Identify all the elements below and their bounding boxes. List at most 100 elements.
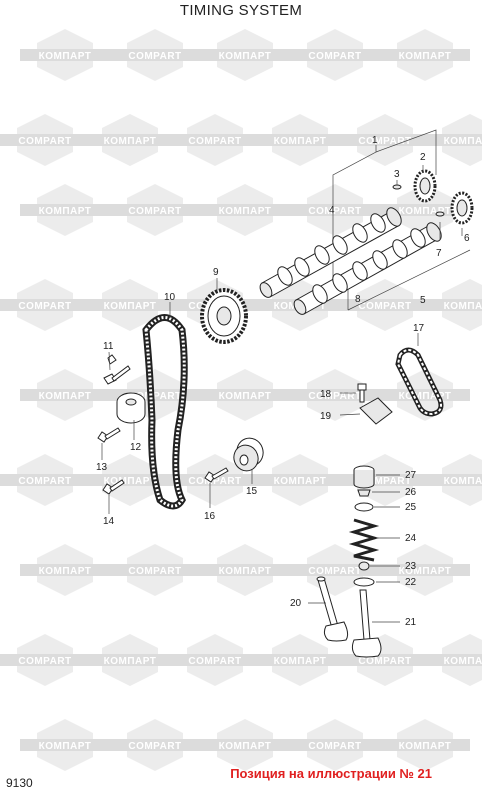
svg-text:COMPART: COMPART [308,51,361,62]
callout-4: 4 [329,205,335,216]
svg-text:КОМПАРТ: КОМПАРТ [104,476,157,487]
svg-text:КОМПАРТ: КОМПАРТ [104,301,157,312]
svg-text:COMPART: COMPART [18,476,71,487]
svg-text:COMPART: COMPART [128,391,181,402]
callout-21: 21 [405,617,417,628]
watermark-tile: КОМПАРТ [380,29,470,81]
watermark-tile: КОМПАРТ [20,184,110,236]
callout-3: 3 [394,169,400,180]
callout-26: 26 [405,487,417,498]
watermark-tile: КОМПАРТ [20,544,110,596]
bolt-16 [204,467,229,508]
watermark-tile: КОМПАРТ [20,369,110,421]
watermark-tile: КОМПАРТ [200,369,290,421]
intake-valve [308,576,349,642]
svg-text:COMPART: COMPART [308,566,361,577]
svg-text:КОМПАРТ: КОМПАРТ [274,656,327,667]
watermark-tile: COMPART [110,719,200,771]
watermark-tile: COMPART [170,114,260,166]
timing-belt [142,302,188,510]
watermark-tile: КОМПАРТ [255,454,345,506]
callout-6: 6 [464,233,470,244]
svg-text:КОМПАРТ: КОМПАРТ [39,391,92,402]
watermark-tile: КОМПАРТ [425,279,482,331]
watermark-tile: КОМПАРТ [20,719,110,771]
watermark-tile: КОМПАРТ [425,634,482,686]
watermark-tile: COMPART [0,634,90,686]
camshaft-sprocket-lower [450,191,474,225]
page-title: TIMING SYSTEM [179,2,303,19]
page-code: 9130 [6,776,33,790]
watermark-tile: COMPART [0,454,90,506]
watermark-tile: КОМПАРТ [200,29,290,81]
callout-18: 18 [320,389,332,400]
svg-text:КОМПАРТ: КОМПАРТ [39,566,92,577]
callout-25: 25 [405,502,417,513]
bolt-14 [102,479,125,514]
camshaft-sprocket-upper [413,169,437,203]
watermark-tile: COMPART [0,279,90,331]
tensioner-pulley [116,392,146,440]
watermark-tile: КОМПАРТ [85,634,175,686]
watermark-tile: COMPART [290,184,380,236]
callout-17: 17 [413,323,425,334]
svg-text:КОМПАРТ: КОМПАРТ [219,206,272,217]
svg-text:КОМПАРТ: КОМПАРТ [444,301,482,312]
svg-text:COMPART: COMPART [358,476,411,487]
watermark-tile: COMPART [0,114,90,166]
valve-train-stack [348,465,400,587]
watermark-tile: КОМПАРТ [20,29,110,81]
svg-text:КОМПАРТ: КОМПАРТ [399,391,452,402]
callout-8: 8 [355,294,361,305]
svg-text:COMPART: COMPART [308,391,361,402]
svg-text:КОМПАРТ: КОМПАРТ [444,476,482,487]
callout-16: 16 [204,511,216,522]
callout-12: 12 [130,442,142,453]
callout-labels: 1 2 3 4 5 6 7 8 9 10 11 12 13 14 15 16 1… [96,135,470,628]
svg-text:COMPART: COMPART [18,301,71,312]
watermark-tile: COMPART [110,29,200,81]
watermark-tile: КОМПАРТ [380,184,470,236]
timing-chain [395,333,444,417]
callout-19: 19 [320,411,332,422]
svg-text:КОМПАРТ: КОМПАРТ [104,136,157,147]
svg-text:КОМПАРТ: КОМПАРТ [39,51,92,62]
callout-1: 1 [372,135,378,146]
camshaft-group [259,129,474,315]
callout-13: 13 [96,462,108,473]
svg-text:КОМПАРТ: КОМПАРТ [104,656,157,667]
position-note: Позиция на иллюстрации № 21 [230,766,432,781]
watermark-tile: КОМПАРТ [200,719,290,771]
chain-guide [339,397,393,425]
svg-text:COMPART: COMPART [188,136,241,147]
watermark-tile: COMPART [110,184,200,236]
svg-text:COMPART: COMPART [358,301,411,312]
callout-15: 15 [246,486,258,497]
svg-text:КОМПАРТ: КОМПАРТ [219,51,272,62]
callout-5: 5 [420,295,426,306]
svg-text:КОМПАРТ: КОМПАРТ [399,51,452,62]
callout-14: 14 [103,516,115,527]
callout-2: 2 [420,152,426,163]
woodruff-key [392,184,402,190]
watermark-tile: COMPART [340,114,430,166]
svg-text:КОМПАРТ: КОМПАРТ [274,476,327,487]
callout-11: 11 [103,341,114,352]
svg-text:КОМПАРТ: КОМПАРТ [444,656,482,667]
exhaust-camshaft [293,222,442,315]
intake-camshaft [259,207,402,298]
watermark-tile: COMPART [340,279,430,331]
svg-text:КОМПАРТ: КОМПАРТ [219,391,272,402]
svg-text:КОМПАРТ: КОМПАРТ [219,741,272,752]
svg-text:КОМПАРТ: КОМПАРТ [219,566,272,577]
watermark-tile: КОМПАРТ [85,114,175,166]
svg-text:КОМПАРТ: КОМПАРТ [399,566,452,577]
watermark-tile: КОМПАРТ [255,114,345,166]
watermark-tile: COMPART [110,544,200,596]
watermark-tile: КОМПАРТ [85,279,175,331]
idler-pulley [233,437,264,484]
callout-22: 22 [405,577,417,588]
svg-text:КОМПАРТ: КОМПАРТ [39,741,92,752]
